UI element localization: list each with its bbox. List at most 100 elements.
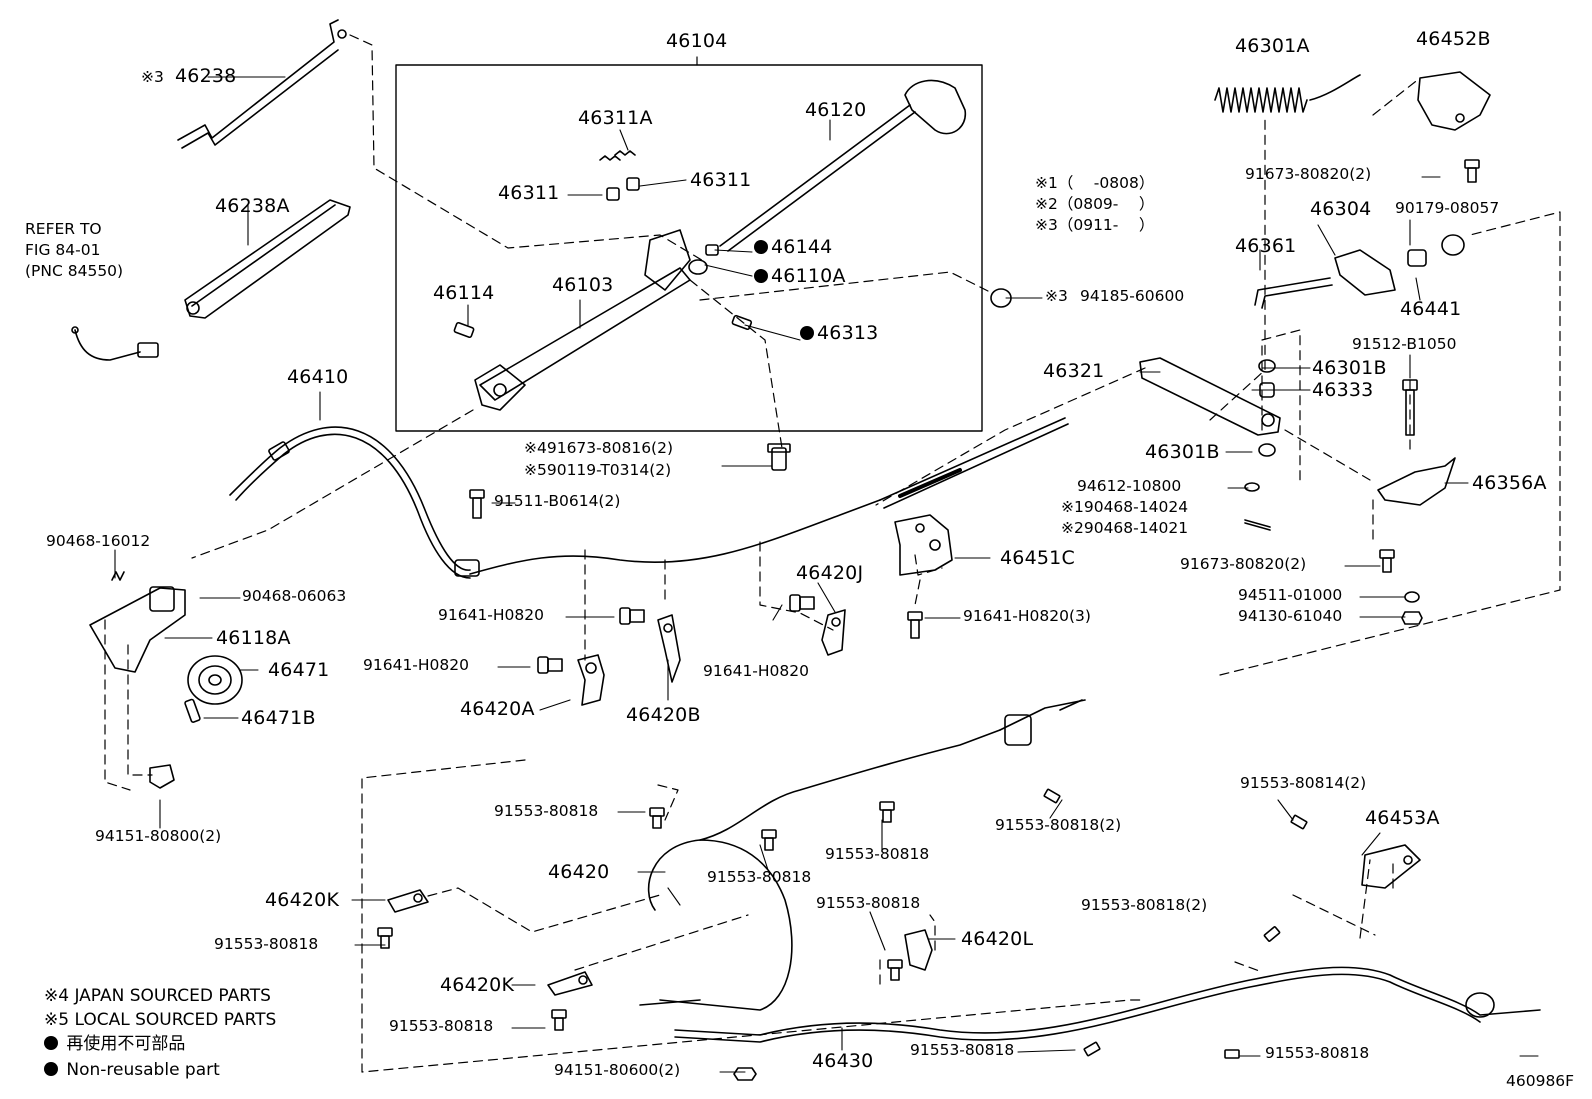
label-91512-b1050: 91512-B1050 (1352, 335, 1457, 353)
nut-90179-08057 (1441, 234, 1465, 256)
part-46238-rod (177, 19, 347, 149)
label-91553-80818-j: 91553-80818 (1265, 1044, 1370, 1062)
bolts-91553-rear (377, 788, 1308, 1081)
part-94612-10800 (1244, 482, 1260, 492)
label-46238A: 46238A (215, 195, 290, 217)
part-46301B-a (1258, 359, 1276, 373)
label-91553-80818-c: 91553-80818 (825, 845, 930, 863)
label-94151-80800: 94151-80800(2) (95, 827, 222, 845)
nut-94151-80800 (149, 764, 175, 789)
label-46361: 46361 (1235, 235, 1297, 257)
label-46118A: 46118A (216, 627, 291, 649)
label-46430: 46430 (812, 1050, 874, 1072)
label-46110A-text: 46110A (771, 265, 846, 287)
part-46313-pin (731, 314, 753, 331)
label-90179-08057: 90179-08057 (1395, 199, 1500, 217)
label-90468-16012: 90468-16012 (46, 532, 151, 550)
label-94130-61040: 94130-61040 (1238, 607, 1343, 625)
part-46420J-clamp (821, 609, 846, 656)
label-90468-14024: ※190468-14024 (1061, 498, 1189, 516)
label-91641-h0820-c: 91641-H0820 (703, 662, 810, 680)
bolt-91673-80816 (767, 443, 791, 471)
label-46451C: 46451C (1000, 547, 1075, 569)
label-46304: 46304 (1310, 198, 1372, 220)
part-46356A-bracket (1377, 457, 1456, 506)
part-refer-switch (71, 326, 159, 361)
part-46451C-bracket (894, 514, 953, 576)
leader-lines (114, 76, 1539, 1073)
dashed-leaders (104, 34, 1561, 1073)
part-46301A-spring (1214, 74, 1361, 113)
note-japan-sourced: ※4 JAPAN SOURCED PARTS (44, 986, 271, 1006)
bolt-91641-h0820-b (537, 656, 563, 674)
label-94511-01000: 94511-01000 (1238, 586, 1343, 604)
part-46471B-pin (184, 698, 201, 723)
part-46321-lever (1139, 357, 1281, 436)
nonreusable-dot-icon (754, 240, 768, 254)
part-46420-cable (639, 699, 1086, 1011)
part-46420L-clamp (904, 929, 933, 971)
part-46361-rod (1254, 277, 1333, 309)
label-90468-06063: 90468-06063 (242, 587, 347, 605)
part-46430-cable (674, 966, 1541, 1043)
note-range-3: ※3（0911- ） (1035, 216, 1155, 234)
label-91641-h0820-a: 91641-H0820 (438, 606, 545, 624)
label-46356A: 46356A (1472, 472, 1547, 494)
part-46420K-clamp-b (547, 971, 593, 996)
note-nonreusable-jp-text: 再使用不可部品 (66, 1034, 186, 1054)
part-46311A-springs (599, 150, 636, 161)
part-46304-bracket (1334, 249, 1396, 296)
part-46110A-collar (688, 259, 708, 275)
part-46420K-clamp-a (387, 889, 429, 913)
label-46471: 46471 (268, 659, 330, 681)
bolt-91511-b0614 (469, 489, 485, 519)
part-46301B-b (1258, 443, 1276, 457)
part-46452B-bracket (1417, 71, 1491, 131)
label-refer-pnc: (PNC 84550) (25, 262, 124, 280)
bolt-91641-h0820-c (789, 594, 815, 612)
label-46420: 46420 (548, 861, 610, 883)
label-46420K-a: 46420K (265, 889, 340, 911)
note-nonreusable-en-text: Non-reusable part (66, 1060, 220, 1080)
label-refer-fig: FIG 84-01 (25, 241, 101, 259)
label-91553-80818-h: 91553-80818 (389, 1017, 494, 1035)
label-46301A: 46301A (1235, 35, 1310, 57)
part-46118A-bracket (89, 571, 186, 673)
label-46420J: 46420J (796, 562, 864, 584)
label-91553-80818-e: 91553-80818 (214, 935, 319, 953)
bolt-91673-80820-mid (1379, 549, 1395, 573)
label-46410: 46410 (287, 366, 349, 388)
label-46110A: 46110A (754, 267, 846, 286)
label-94151-80600: 94151-80600(2) (554, 1061, 681, 1079)
part-46103-arm (474, 229, 691, 411)
label-91553-80818-i: 91553-80818 (910, 1041, 1015, 1059)
label-91673-80816: ※491673-80816(2) (524, 439, 674, 457)
label-91673-80820-top: 91673-80820(2) (1245, 165, 1372, 183)
part-46420B-clamp (657, 614, 681, 683)
part-46420A-clamp (577, 654, 605, 706)
label-91641-h0820-b: 91641-H0820 (363, 656, 470, 674)
label-46238: 46238 (175, 65, 237, 87)
figure-id: 460986F (1506, 1072, 1575, 1090)
label-46420K-b: 46420K (440, 974, 515, 996)
part-46453A-bracket (1361, 844, 1421, 889)
bolt-91641-h0820-a (619, 607, 645, 625)
nonreusable-dot-icon (44, 1062, 58, 1076)
nonreusable-dot-icon (44, 1036, 58, 1050)
part-46471-pulley (187, 655, 243, 705)
label-46120: 46120 (805, 99, 867, 121)
note-nonreusable-en: Non-reusable part (44, 1062, 220, 1079)
nut-94185-60600 (990, 288, 1012, 308)
label-91553-80818-a: 91553-80818 (494, 802, 599, 820)
label-46420B: 46420B (626, 704, 701, 726)
part-90468-14024-pin (1244, 519, 1271, 531)
bolt-91673-80820-top (1464, 159, 1480, 183)
label-46321: 46321 (1043, 360, 1105, 382)
label-46144-text: 46144 (771, 236, 833, 258)
label-46452B: 46452B (1416, 28, 1491, 50)
label-91553-80818-g: 91553-80818(2) (1081, 896, 1208, 914)
label-91553-80814: 91553-80814(2) (1240, 774, 1367, 792)
part-46114-pin (453, 321, 475, 339)
label-46313: 46313 (800, 324, 878, 343)
